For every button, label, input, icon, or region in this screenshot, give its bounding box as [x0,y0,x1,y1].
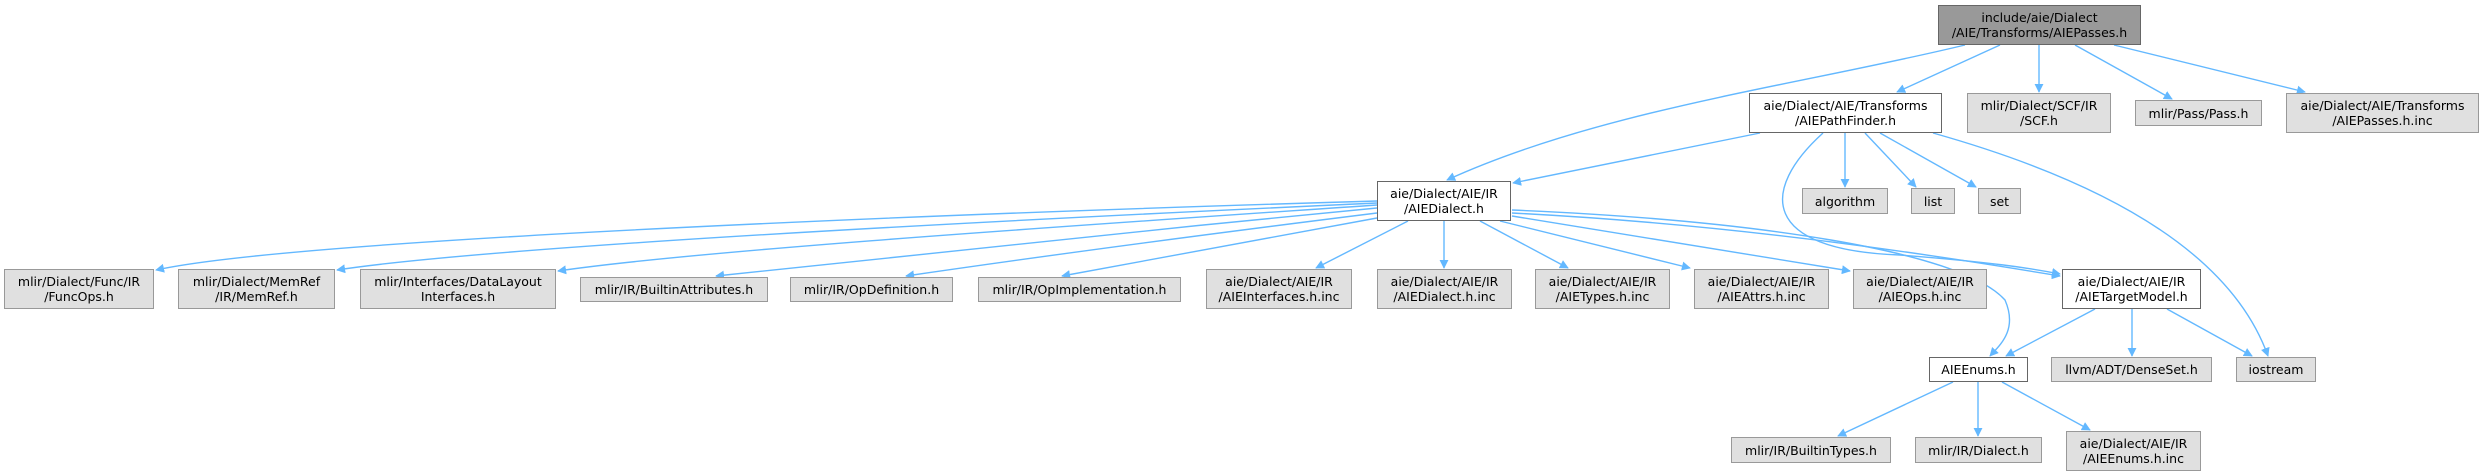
node-denseset-h[interactable]: llvm/ADT/DenseSet.h [2051,357,2212,382]
node-label: /AIEOps.h.inc [1878,289,1962,304]
node-label: /AIETypes.h.inc [1555,289,1650,304]
node-label: /AIEDialect.h [1404,201,1484,216]
node-label: aie/Dialect/AIE/Transforms [1763,98,1928,113]
node-label: mlir/IR/OpDefinition.h [803,282,940,297]
node-label: algorithm [1814,193,1876,209]
edge-aiedialect-opdefinition [905,212,1378,280]
edge-aiedialect-datalayout [557,204,1378,275]
node-label: AIEEnums.h [1941,362,2016,377]
node-label: aie/Dialect/AIE/IR [1866,274,1974,289]
node-aieops-h-inc[interactable]: aie/Dialect/AIE/IR /AIEOps.h.inc [1853,269,1987,309]
edge-root-aiedialect [1446,44,1966,181]
edge-aiedialect-funcops [155,200,1378,273]
edge-aieenums-builtintypes [1837,381,1954,437]
node-set[interactable]: set [1978,188,2021,214]
node-algorithm[interactable]: algorithm [1802,188,1888,214]
edge-root-pass [2074,44,2173,100]
node-builtinattributes-h[interactable]: mlir/IR/BuiltinAttributes.h [580,277,768,302]
node-aieenums-h-inc[interactable]: aie/Dialect/AIE/IR /AIEEnums.h.inc [2066,431,2201,471]
node-aietypes-h-inc[interactable]: aie/Dialect/AIE/IR /AIETypes.h.inc [1535,269,1670,309]
node-iostream[interactable]: iostream [2236,357,2316,382]
node-label: mlir/Pass/Pass.h [2148,105,2249,121]
node-label: mlir/Dialect/SCF/IR [1980,98,2098,113]
node-label: mlir/IR/BuiltinTypes.h [1745,442,1877,458]
edge-aiedialect-memref [336,202,1378,274]
edge-aiedialect-targetmodel [1511,212,2061,280]
edge-aiedialect-aieopsinc [1511,215,1851,275]
node-label: /AIEPathFinder.h [1795,113,1896,128]
node-label: aie/Dialect/AIE/IR [2079,436,2188,451]
node-label: aie/Dialect/AIE/IR [1225,274,1333,289]
node-opimplementation-h[interactable]: mlir/IR/OpImplementation.h [978,277,1181,302]
node-aietargetmodel-h[interactable]: aie/Dialect/AIE/IR /AIETargetModel.h [2062,269,2201,309]
node-label: aie/Dialect/AIE/IR [1390,186,1498,201]
node-label: Interfaces.h [420,289,496,304]
node-builtintypes-h[interactable]: mlir/IR/BuiltinTypes.h [1731,437,1891,463]
node-label: aie/Dialect/AIE/Transforms [2300,98,2465,113]
edge-aiedialect-aieattrsinc [1499,220,1691,271]
node-label: /FuncOps.h [44,289,114,304]
node-label: /IR/MemRef.h [215,289,298,304]
node-label: set [1989,193,2010,209]
edge-root-pathfinder [1896,44,2001,93]
node-label: mlir/IR/Dialect.h [1928,442,2029,458]
node-dialect-h[interactable]: mlir/IR/Dialect.h [1915,437,2042,463]
node-aiepathfinder-h[interactable]: aie/Dialect/AIE/Transforms /AIEPathFinde… [1749,93,1942,133]
edge-pathfinder-iostream [1932,132,2270,357]
node-label: /AIEEnums.h.inc [2083,451,2184,466]
edge-pathfinder-aiedialect [1512,132,1761,186]
node-label: aie/Dialect/AIE/IR [2077,274,2186,289]
edge-aiedialect-builtinattributes [715,207,1378,280]
node-aieenums-h[interactable]: AIEEnums.h [1929,357,2028,382]
node-list[interactable]: list [1911,188,1955,214]
edge-pathfinder-set [1879,132,1977,188]
edge-aieenums-aieenumsinc [2001,381,2091,431]
node-root-aiepasses-h: include/aie/Dialect /AIE/Transforms/AIEP… [1938,5,2141,45]
node-memref-h[interactable]: mlir/Dialect/MemRef /IR/MemRef.h [178,269,335,309]
edge-aiedialect-opimplementation [1061,217,1378,279]
node-label: /AIEPasses.h.inc [2332,113,2433,128]
node-label: /AIEDialect.h.inc [1393,289,1496,304]
node-label: mlir/Dialect/MemRef [192,274,321,289]
node-label: iostream [2248,362,2304,377]
edge-pathfinder-targetmodel [1781,132,2061,277]
edge-targetmodel-aieenums [2005,308,2096,357]
node-funcops-h[interactable]: mlir/Dialect/Func/IR /FuncOps.h [4,269,154,309]
node-label: llvm/ADT/DenseSet.h [2065,362,2198,377]
node-opdefinition-h[interactable]: mlir/IR/OpDefinition.h [790,277,953,302]
node-aieattrs-h-inc[interactable]: aie/Dialect/AIE/IR /AIEAttrs.h.inc [1694,269,1829,309]
edge-aiedialect-aietypesinc [1479,220,1569,269]
node-label: list [1923,193,1943,209]
node-label: /AIETargetModel.h [2075,289,2188,304]
node-scf-h[interactable]: mlir/Dialect/SCF/IR /SCF.h [1967,93,2111,133]
node-label: /AIEInterfaces.h.inc [1218,289,1340,304]
node-label: /AIE/Transforms/AIEPasses.h [1951,25,2128,40]
node-pass-h[interactable]: mlir/Pass/Pass.h [2135,100,2262,126]
node-label: /AIEAttrs.h.inc [1717,289,1806,304]
node-datalayoutinterfaces-h[interactable]: mlir/Interfaces/DataLayout Interfaces.h [360,269,556,309]
node-aiepasses-h-inc[interactable]: aie/Dialect/AIE/Transforms /AIEPasses.h.… [2286,93,2479,133]
node-aieinterfaces-h-inc[interactable]: aie/Dialect/AIE/IR /AIEInterfaces.h.inc [1206,269,1352,309]
node-label: mlir/IR/OpImplementation.h [992,282,1167,297]
node-aiedialect-h-inc[interactable]: aie/Dialect/AIE/IR /AIEDialect.h.inc [1377,269,1512,309]
edge-pathfinder-list [1864,132,1917,188]
node-label: mlir/Interfaces/DataLayout [374,274,542,289]
edge-targetmodel-iostream [2166,308,2253,357]
node-aiedialect-h[interactable]: aie/Dialect/AIE/IR /AIEDialect.h [1377,181,1511,221]
node-label: mlir/IR/BuiltinAttributes.h [594,282,754,297]
node-label: aie/Dialect/AIE/IR [1548,274,1657,289]
edge-aiedialect-aieenums [1511,209,2011,357]
edge-aiedialect-aieinterfacesinc [1315,220,1409,269]
node-label: mlir/Dialect/Func/IR [17,274,141,289]
node-label: aie/Dialect/AIE/IR [1390,274,1499,289]
node-label: include/aie/Dialect [1981,10,2098,25]
edge-root-passesinc [2113,44,2306,95]
node-label: /SCF.h [2020,113,2058,128]
node-label: aie/Dialect/AIE/IR [1707,274,1816,289]
